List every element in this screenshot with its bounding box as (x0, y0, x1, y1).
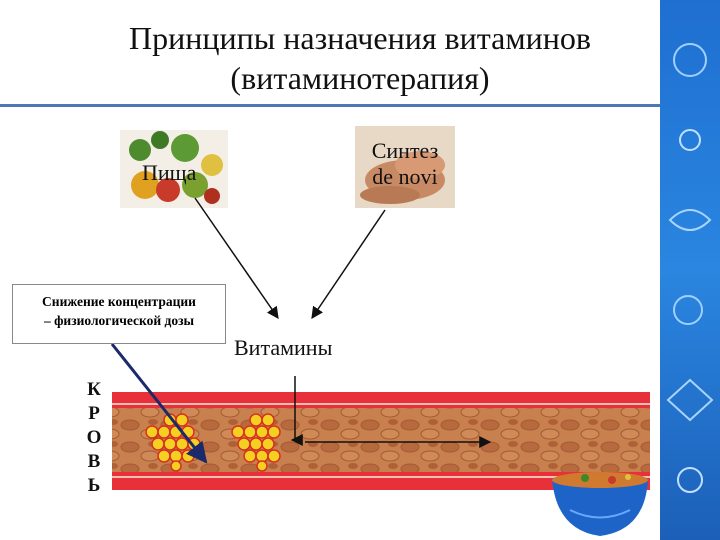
concentration-arrow (110, 343, 208, 464)
concentration-box: Снижение концентрации – физиологической … (12, 284, 226, 344)
bowl-image (552, 472, 648, 536)
concentration-line-1: Снижение концентрации (42, 294, 196, 309)
title-underline (0, 104, 660, 107)
synthesis-label-line-1: Синтез (371, 138, 439, 163)
blood-letter: В (87, 451, 101, 472)
title-line-1: Принципы назначения витаминов (129, 20, 591, 56)
vitamin-cluster-right (231, 413, 281, 472)
food-to-vitamins-arrow (194, 197, 279, 319)
concentration-line-2: – физиологической дозы (43, 313, 195, 328)
food-image (120, 130, 228, 208)
slide-title: Принципы назначения витаминов (витаминот… (60, 18, 660, 98)
synthesis-to-vitamins-arrow (311, 209, 386, 319)
title-line-2: (витаминотерапия) (230, 60, 490, 96)
blood-letter: Ь (87, 475, 101, 496)
blood-letter: Р (88, 403, 100, 424)
blood-letter: К (87, 379, 101, 400)
food-label: Пища (142, 160, 197, 185)
synthesis-image (355, 126, 455, 208)
vitamins-label: Витамины (234, 335, 333, 360)
blood-letter: О (86, 427, 102, 448)
side-pattern (660, 0, 720, 540)
synthesis-label: Синтез de novi (355, 138, 455, 190)
synthesis-label-line-2: de novi (372, 164, 438, 189)
blood-vertical-label: К Р О В Ь (84, 378, 104, 498)
